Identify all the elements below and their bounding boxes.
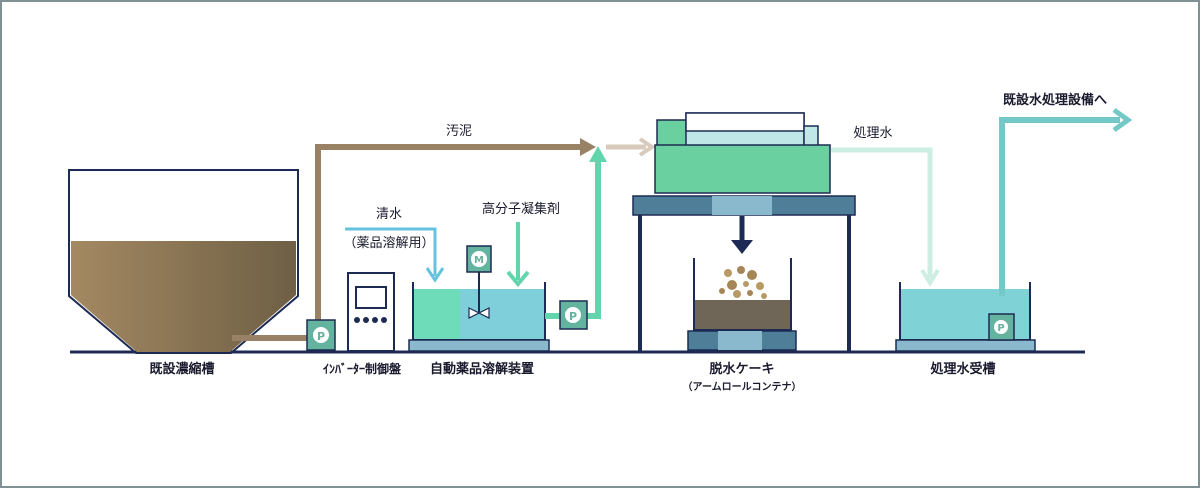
dissolver-pump-icon: P [559, 300, 588, 330]
clean-water-arrow-head [425, 267, 445, 283]
clean-water-line [345, 227, 437, 276]
sludge-arrow-head [580, 138, 596, 156]
polymer-feed-arrow-head [589, 146, 607, 162]
container-label: （アームロールコンテナ） [683, 380, 802, 393]
svg-text:M: M [474, 255, 484, 266]
inverter-panel-label: ｲﾝﾊﾞｰﾀｰ制御盤 [323, 361, 402, 376]
receiver-pump-icon: P [988, 313, 1015, 341]
cake-container [687, 258, 797, 351]
polymer-label: 高分子凝集剤 [482, 201, 560, 217]
clean-water-label: 清水 [376, 207, 402, 222]
polymer-arrow-head [506, 270, 530, 288]
chem-dissolve-label: （薬品溶解用） [343, 236, 434, 251]
outlet-arrow-head [1112, 107, 1133, 133]
dehydrator-machine [632, 112, 856, 352]
sludge-line [232, 144, 586, 341]
outlet-line [999, 117, 1120, 296]
dissolver-tank [408, 272, 550, 352]
thickener-pump-icon: P [306, 319, 336, 351]
motor-icon: M [466, 245, 492, 273]
dissolver-label: 自動薬品溶解装置 [430, 361, 534, 377]
cake-drop-arrow-head [731, 240, 753, 254]
thickener-tank [68, 169, 299, 354]
treated-water-line [831, 147, 933, 278]
svg-text:P: P [317, 330, 325, 343]
sludge-label: 汚泥 [446, 124, 472, 139]
svg-text:P: P [569, 310, 577, 323]
inverter-panel [347, 272, 395, 352]
receiver-label: 処理水受槽 [929, 361, 995, 377]
treated-water-label: 処理水 [853, 126, 892, 141]
mixed-feed-arrow-head [638, 137, 656, 157]
cake-label: 脱水ケーキ [709, 361, 774, 377]
polymer-feed-line [545, 158, 601, 319]
svg-text:P: P [997, 323, 1004, 334]
thickener-label: 既設濃縮槽 [149, 361, 214, 377]
to-existing-label: 既設水処理設備へ [1003, 92, 1107, 108]
treated-water-arrow-head [920, 268, 940, 287]
